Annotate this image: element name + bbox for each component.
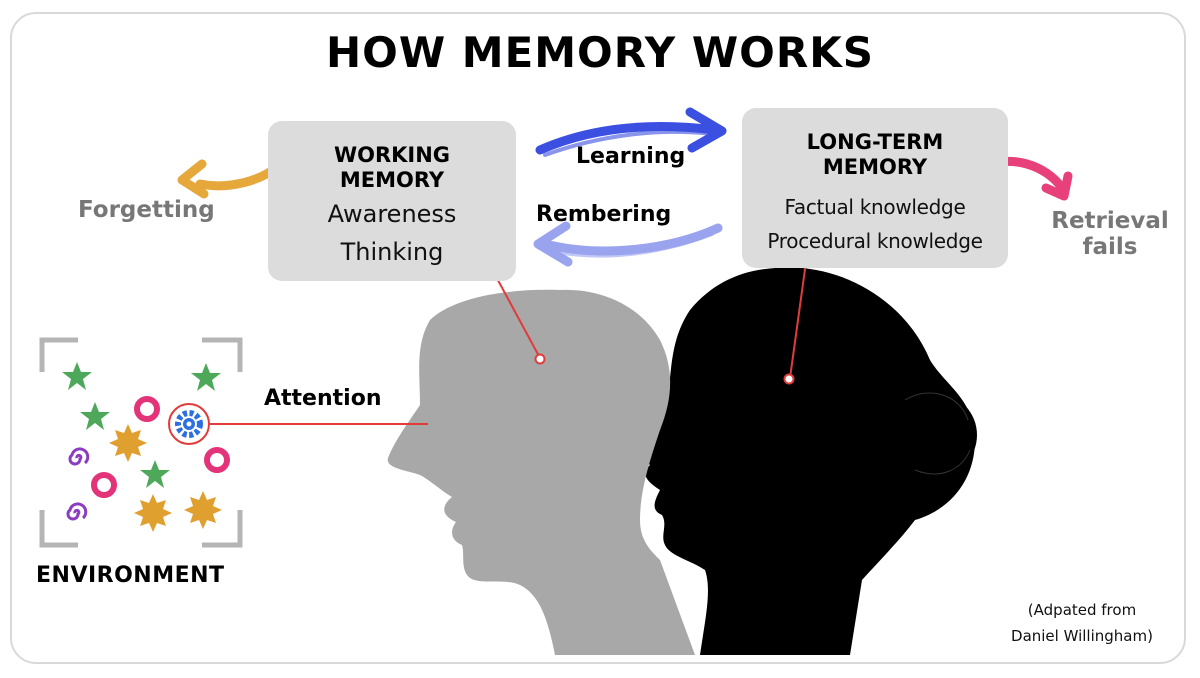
long-term-memory-pointer — [783, 261, 807, 385]
source-credit: (Adpated from Daniel Willingham) — [1011, 601, 1153, 645]
working-head-silhouette — [387, 289, 695, 655]
retrieval-fails-label: Retrieval fails — [1051, 208, 1169, 260]
ring-icon — [134, 396, 160, 422]
gear-icon — [168, 403, 210, 445]
working-memory-items: Awareness Thinking — [268, 195, 516, 271]
forgetting-arrow — [177, 159, 283, 199]
forgetting-label: Forgetting — [78, 197, 215, 223]
long-term-head-silhouette — [633, 267, 977, 655]
diagram-frame — [10, 12, 1186, 664]
star-icon — [191, 363, 221, 391]
spiral-icon — [68, 447, 90, 466]
rembering-arrow — [533, 221, 723, 267]
ring-icon — [91, 472, 117, 498]
working-memory-item-thinking: Thinking — [340, 238, 444, 266]
working-memory-box: WORKING MEMORY Awareness Thinking — [268, 121, 516, 281]
learning-label: Learning — [576, 144, 686, 169]
spiral-icon — [66, 502, 88, 521]
working-memory-title: WORKING MEMORY — [333, 143, 451, 192]
environment-frame — [39, 337, 243, 548]
burst-icon — [109, 424, 147, 462]
learning-arrow — [535, 107, 727, 157]
long-term-memory-box: LONG-TERM MEMORY Factual knowledge Proce… — [742, 108, 1008, 268]
ring-icon — [204, 447, 230, 473]
attention-label: Attention — [264, 386, 382, 411]
long-term-memory-item-factual: Factual knowledge — [784, 195, 966, 219]
burst-icon — [184, 491, 222, 529]
burst-icon — [134, 494, 172, 532]
star-icon — [80, 402, 110, 430]
page-title: HOW MEMORY WORKS — [325, 28, 875, 77]
long-term-memory-title: LONG-TERM MEMORY — [806, 130, 944, 179]
long-term-memory-items: Factual knowledge Procedural knowledge — [742, 190, 1008, 258]
star-icon — [140, 460, 170, 488]
long-term-memory-item-procedural: Procedural knowledge — [767, 229, 983, 253]
star-icon — [62, 362, 92, 390]
working-memory-item-awareness: Awareness — [327, 200, 457, 228]
environment-label: ENVIRONMENT — [36, 563, 225, 588]
rembering-label: Rembering — [536, 202, 672, 227]
